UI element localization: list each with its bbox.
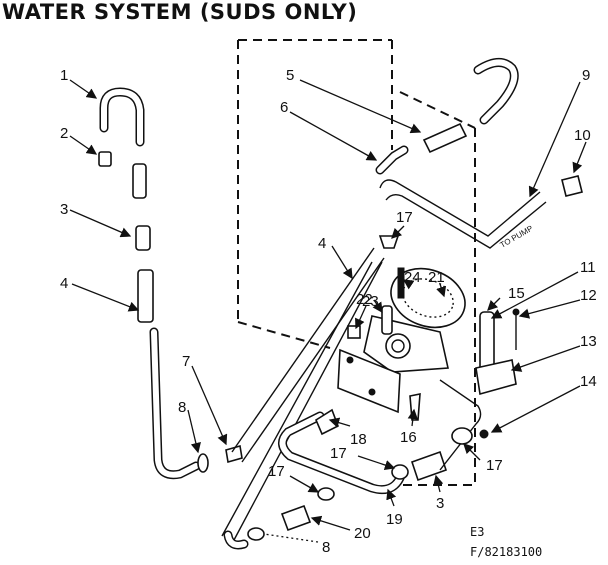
callout-5: 5 [286,67,294,84]
callout-leaders [69,79,587,543]
callout-23: 23 [362,293,379,310]
clamp-part-17d [451,427,473,445]
callout-13: 13 [580,333,597,350]
callout-15: 15 [508,285,525,302]
clip-part-22 [347,325,361,339]
callout-22: 22 [356,291,373,308]
callout-18: 18 [350,431,367,448]
tube-part-5 [422,122,468,154]
tube-part-15 [479,311,495,373]
callout-4b: 4 [318,235,326,252]
hose-segment [132,163,147,199]
callout-20: 20 [354,525,371,542]
clamp-part-17c [391,464,409,480]
cup-part-17 [378,235,400,249]
pin-part-16 [409,393,421,421]
coupling-part-3 [135,225,151,251]
valve-port [385,333,411,359]
lower-parts [247,379,482,541]
callout-9: 9 [582,67,590,84]
clamp-part-2 [98,151,112,167]
callout-3: 3 [60,201,68,218]
fitting-part-20 [280,504,312,532]
clamp-part-17b [317,487,335,501]
callout-1: 1 [60,67,68,84]
callout-10: 10 [574,127,591,144]
diagonal-hoses [221,247,385,550]
callout-19: 19 [386,511,403,528]
callout-8b: 8 [322,539,330,556]
callout-4: 4 [60,275,68,292]
callout-numbers: 1 2 3 4 5 6 4 7 8 9 10 17 11 24 21 15 23… [60,67,597,556]
clamp-part-8b [247,527,265,541]
callout-17c: 17 [330,445,347,462]
callout-14: 14 [580,373,597,390]
valve-body [337,235,466,421]
callout-16: 16 [400,429,417,446]
callout-6: 6 [280,99,288,116]
callout-12: 12 [580,287,597,304]
fitting-part-10 [561,175,583,197]
callout-17d: 17 [268,463,285,480]
hose-part-4 [137,269,154,323]
clamp-part-8 [197,453,209,473]
left-hose-assembly [98,87,243,480]
cabinet-outline [237,39,476,486]
bracket-part-18 [337,348,401,414]
callout-21: 21 [428,269,445,286]
switch-part-13 [475,359,517,396]
callout-24: 24 [404,269,421,286]
coupling-part-3b [410,450,448,482]
figure-number: F/82183100 [470,545,542,559]
callout-17b: 17 [486,457,503,474]
diagram-title: WATER SYSTEM (SUDS ONLY) [2,0,358,24]
callout-8: 8 [178,399,186,416]
right-parts [475,308,520,439]
callout-11: 11 [580,259,596,276]
callout-17a: 17 [396,209,413,226]
screw-part-14 [479,429,489,439]
callout-2: 2 [60,125,68,142]
callout-3b: 3 [436,495,444,512]
drawing-code: E3 [470,525,484,539]
callout-7: 7 [182,353,190,370]
post-part-23 [381,305,393,335]
